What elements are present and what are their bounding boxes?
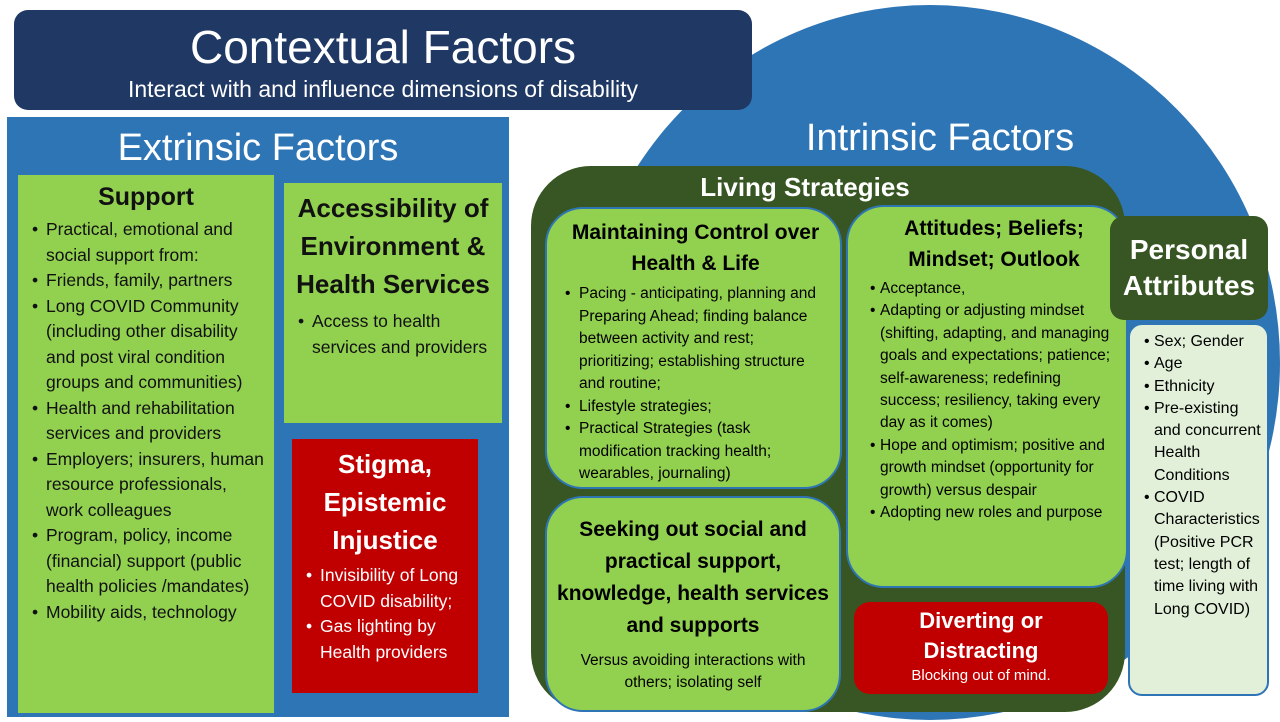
maintaining-control-title: Maintaining Control over Health & Life <box>571 221 820 275</box>
list-item: Mobility aids, technology <box>28 600 264 626</box>
list-item: Employers; insurers, human resource prof… <box>28 447 264 524</box>
list-item: Lifestyle strategies; <box>561 396 830 419</box>
personal-attributes-header: Personal Attributes <box>1110 216 1268 320</box>
accessibility-title: Accessibility of Environment & Health Se… <box>296 193 490 299</box>
attitudes-beliefs-box: Attitudes; Beliefs; Mindset; Outlook Acc… <box>846 205 1128 588</box>
support-list: Practical, emotional and social support … <box>28 217 264 625</box>
seeking-support-title: Seeking out social and practical support… <box>557 518 829 637</box>
intrinsic-title: Intrinsic Factors <box>805 117 1075 159</box>
support-box: Support Practical, emotional and social … <box>18 175 274 713</box>
contextual-factors-header: Contextual Factors Interact with and inf… <box>14 10 752 110</box>
seeking-support-note: Versus avoiding interactions with others… <box>580 652 806 691</box>
attitudes-beliefs-list: Acceptance, Adapting or adjusting mindse… <box>870 278 1118 525</box>
personal-attributes-list: Sex; Gender Age Ethnicity Pre-existing a… <box>1144 331 1261 621</box>
list-item: Acceptance, <box>870 278 1118 301</box>
list-item: Ethnicity <box>1144 376 1261 399</box>
list-item: Gas lighting by Health providers <box>302 614 468 665</box>
attitudes-beliefs-title: Attitudes; Beliefs; Mindset; Outlook <box>904 217 1084 271</box>
list-item: Sex; Gender <box>1144 331 1261 354</box>
list-item: Health and rehabilitation services and p… <box>28 396 264 447</box>
list-item: COVID Characteristics (Positive PCR test… <box>1144 487 1261 621</box>
stigma-title: Stigma, Epistemic Injustice <box>323 449 447 555</box>
stigma-box: Stigma, Epistemic Injustice Invisibility… <box>292 439 478 693</box>
list-item: Hope and optimism; positive and growth m… <box>870 435 1118 502</box>
list-item: Invisibility of Long COVID disability; <box>302 563 468 614</box>
living-strategies-title: Living Strategies <box>700 172 910 202</box>
list-item: Pre-existing and concurrent Health Condi… <box>1144 398 1261 487</box>
list-item: Age <box>1144 353 1261 376</box>
page-title: Contextual Factors <box>189 21 577 73</box>
list-item: Long COVID Community (including other di… <box>28 294 264 396</box>
seeking-support-box: Seeking out social and practical support… <box>545 496 841 712</box>
stigma-list: Invisibility of Long COVID disability; G… <box>302 563 468 665</box>
extrinsic-title: Extrinsic Factors <box>117 127 399 169</box>
page-subtitle: Interact with and influence dimensions o… <box>127 76 639 102</box>
maintaining-control-box: Maintaining Control over Health & Life P… <box>545 207 842 489</box>
diverting-box: Diverting or Distracting Blocking out of… <box>854 602 1108 694</box>
accessibility-list: Access to health services and providers <box>294 309 492 360</box>
list-item: Practical Strategies (task modification … <box>561 418 830 486</box>
accessibility-box: Accessibility of Environment & Health Se… <box>284 183 502 423</box>
diverting-note: Blocking out of mind. <box>911 667 1051 684</box>
list-item: Access to health services and providers <box>294 309 492 360</box>
list-item: Program, policy, income (financial) supp… <box>28 523 264 600</box>
maintaining-control-list: Pacing - anticipating, planning and Prep… <box>561 283 830 486</box>
support-title: Support <box>98 183 194 211</box>
personal-attributes-box: Sex; Gender Age Ethnicity Pre-existing a… <box>1128 323 1269 696</box>
diverting-title: Diverting or Distracting <box>919 608 1043 663</box>
list-item: Adopting new roles and purpose <box>870 502 1118 525</box>
list-item: Friends, family, partners <box>28 268 264 294</box>
list-item: Pacing - anticipating, planning and Prep… <box>561 283 830 396</box>
list-item: Practical, emotional and social support … <box>28 217 264 268</box>
list-item: Adapting or adjusting mindset (shifting,… <box>870 300 1118 434</box>
